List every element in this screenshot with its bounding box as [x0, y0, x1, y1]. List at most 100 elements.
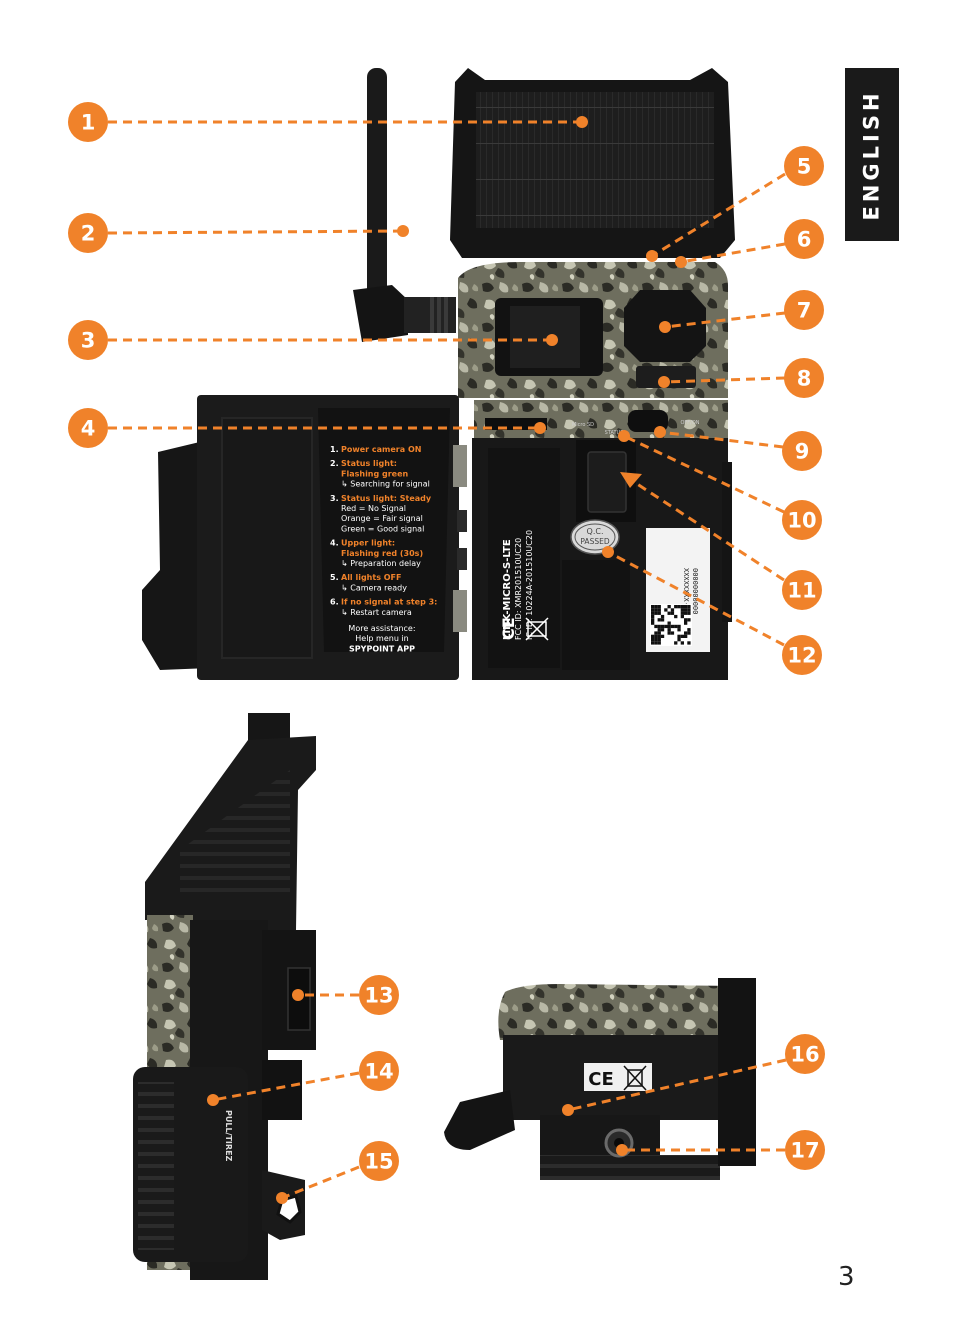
callout-dot-2: [397, 225, 409, 237]
language-tab: ENGLISH: [845, 68, 899, 241]
qr-module: [654, 638, 658, 642]
callout-number-9: 9: [795, 440, 810, 464]
qr-module: [674, 624, 678, 629]
sticker-step-number: 4.: [330, 539, 339, 548]
qr-module: [667, 628, 671, 632]
svg-text:XXXXXXXX-XXXX: XXXXXXXX-XXXX: [682, 568, 690, 624]
callout-dot-8: [658, 376, 670, 388]
svg-text:LINK-MICRO-S-LTE: LINK-MICRO-S-LTE: [502, 539, 513, 640]
qr-module: [651, 634, 655, 638]
sticker-step-number: 5.: [330, 573, 339, 582]
bottom-ribbed-base: [540, 1155, 720, 1180]
callout-dot-17: [616, 1144, 628, 1156]
door-bracket: [142, 440, 210, 670]
qr-module: [677, 634, 681, 638]
callout-badge-11: [782, 570, 822, 610]
sticker-line: Help menu in: [355, 634, 408, 643]
qr-module: [684, 605, 688, 609]
callout-badge-16: [785, 1034, 825, 1074]
qr-module: [660, 634, 665, 638]
sim-card-holder: [587, 451, 627, 513]
callout-dot-5: [646, 250, 658, 262]
callout-number-10: 10: [787, 509, 816, 533]
sticker-line: ↳ Restart camera: [341, 608, 412, 617]
callout-badge-2: [68, 213, 108, 253]
sticker-line: Green = Good signal: [341, 524, 424, 533]
svg-text:00000000000: 00000000000: [691, 568, 699, 614]
qr-module: [657, 631, 661, 635]
page-number: 3: [838, 1262, 855, 1292]
bottom-camo-top: [498, 984, 749, 1040]
qr-module: [680, 608, 684, 612]
callout-line-12: [607, 550, 785, 647]
sticker-line: ↳ Camera ready: [341, 583, 407, 592]
door-sticker: 1.Power camera ON2.Status light:Flashing…: [330, 445, 437, 653]
callout-line-2: [107, 229, 404, 235]
qr-module: [651, 614, 655, 619]
qr-module: [660, 614, 665, 619]
qr-module: [674, 614, 678, 619]
qr-module: [670, 624, 675, 629]
qr-module: [651, 618, 655, 622]
callout-dot-13: [292, 989, 304, 1001]
qr-module: [667, 621, 671, 625]
pull-tirez-label: PULL/TIREZ: [224, 1110, 233, 1162]
qr-module: [664, 624, 668, 629]
callout-number-12: 12: [787, 644, 816, 668]
qr-module: [657, 608, 661, 612]
sticker-step-number: 3.: [330, 494, 339, 503]
qr-module: [687, 631, 691, 635]
callout-lines: [107, 116, 787, 1204]
callout-arrow-11: [620, 472, 642, 488]
callout-dot-14: [207, 1094, 219, 1106]
sticker-line: Status light:: [341, 459, 397, 468]
callout-badge-12: [782, 635, 822, 675]
sticker-step-number: 1.: [330, 445, 339, 454]
callout-number-11: 11: [787, 579, 816, 603]
qr-module: [687, 611, 691, 615]
callout-badge-9: [782, 431, 822, 471]
qr-module: [680, 611, 684, 615]
weee-bin-icon: [525, 617, 549, 641]
callout-dot-3: [546, 334, 558, 346]
qr-module: [670, 611, 675, 615]
qr-module: [680, 634, 684, 638]
qr-module: [657, 641, 661, 645]
callout-number-2: 2: [81, 222, 96, 246]
qr-module: [684, 608, 688, 612]
qr-module: [657, 624, 661, 629]
callout-badge-17: [785, 1130, 825, 1170]
sticker-line: If no signal at step 3:: [341, 598, 437, 607]
sticker-line: Status light: Steady: [341, 494, 432, 503]
sticker-line: Flashing green: [341, 469, 409, 478]
qr-module: [687, 608, 691, 612]
micro-sd-label: Micro SD: [572, 422, 594, 428]
qr-module: [664, 608, 668, 612]
callout-badge-13: [359, 975, 399, 1015]
antenna: [367, 68, 387, 298]
callout-number-6: 6: [797, 228, 812, 252]
status-label: STATUS: [605, 430, 624, 436]
callout-badge-3: [68, 320, 108, 360]
sticker-line: More assistance:: [348, 624, 415, 633]
qr-module: [677, 628, 681, 632]
callout-line-14: [212, 1071, 360, 1102]
sticker-line: Upper light:: [341, 539, 395, 548]
qr-module: [684, 611, 688, 615]
callout-badge-1: [68, 102, 108, 142]
qr-module: [667, 631, 671, 635]
callout-line-16: [567, 1058, 787, 1112]
qr-module: [651, 605, 655, 609]
sticker-line: All lights OFF: [341, 573, 401, 582]
qc-sticker: Q.C. PASSED: [570, 519, 620, 555]
lens: [510, 306, 580, 368]
qr-module: [654, 605, 658, 609]
callout-number-16: 16: [790, 1043, 819, 1067]
callout-number-17: 17: [790, 1139, 819, 1163]
callout-dot-16: [562, 1104, 574, 1116]
qr-module: [657, 634, 661, 638]
door-latches: [457, 510, 467, 570]
qr-module: [674, 641, 678, 645]
svg-text:FCC ID: XMR201510UC20: FCC ID: XMR201510UC20: [514, 538, 523, 640]
